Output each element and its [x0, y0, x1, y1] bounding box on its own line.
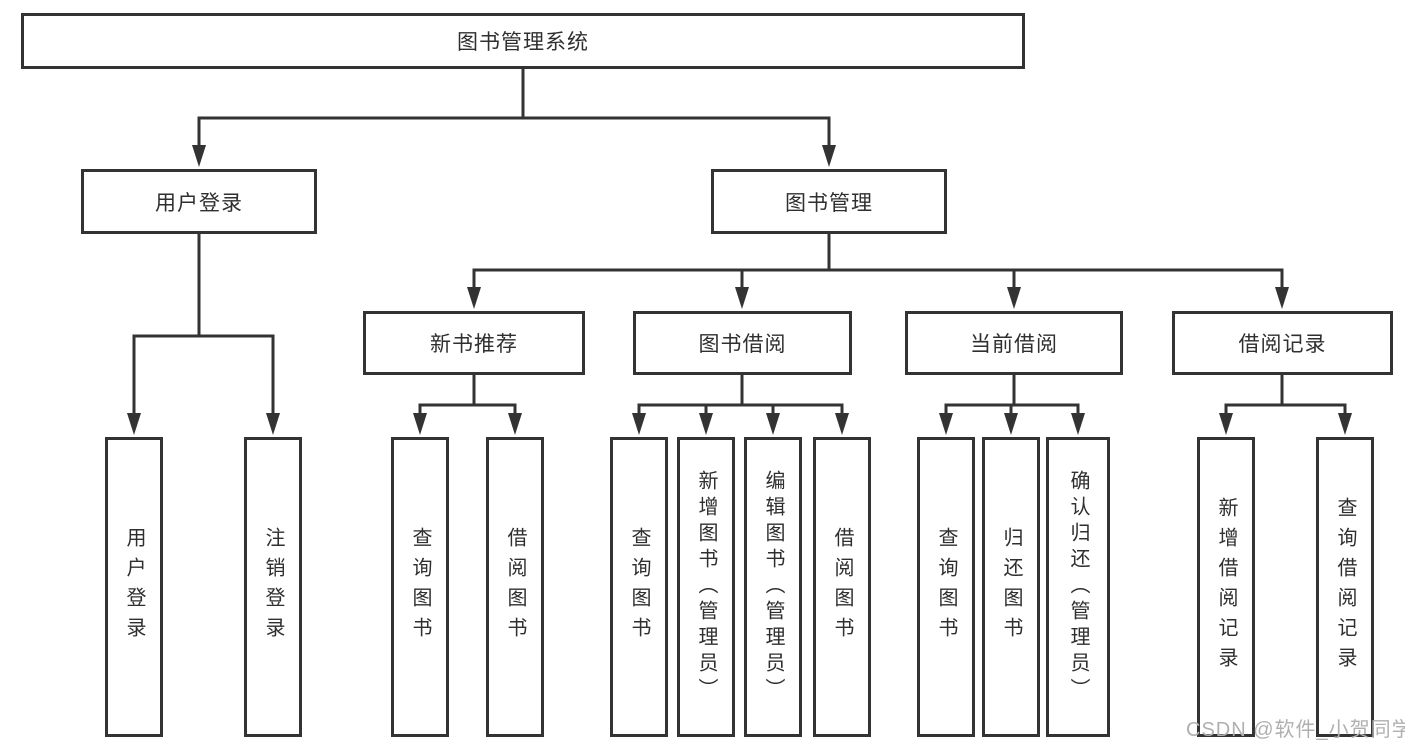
leaf-add-book-admin: 新增图书（管理员）	[677, 437, 735, 737]
leaf-query-books-borrowing: 查询图书	[610, 437, 668, 737]
leaf-borrow-books-borrowing-label: 借阅图书	[831, 527, 853, 647]
leaf-add-borrow-record-label: 新增借阅记录	[1215, 497, 1237, 677]
leaf-confirm-return-admin-label: 确认归还（管理员）	[1067, 470, 1089, 704]
leaf-query-books-recommend-label: 查询图书	[409, 527, 431, 647]
leaf-borrow-books-borrowing: 借阅图书	[813, 437, 871, 737]
leaf-confirm-return-admin: 确认归还（管理员）	[1046, 437, 1110, 737]
watermark: CSDN @软件_小贺同学	[1186, 719, 1405, 741]
leaf-return-books: 归还图书	[982, 437, 1040, 737]
leaf-query-borrow-record-label: 查询借阅记录	[1334, 497, 1356, 677]
leaf-user-login: 用户登录	[105, 437, 163, 737]
leaf-query-books-borrowing-label: 查询图书	[628, 527, 650, 647]
leaf-logout: 注销登录	[244, 437, 302, 737]
leaf-user-login-label: 用户登录	[123, 527, 145, 647]
leaf-edit-book-admin-label: 编辑图书（管理员）	[762, 470, 784, 704]
node-book-management: 图书管理	[711, 169, 947, 234]
node-book-borrowing: 图书借阅	[633, 311, 852, 375]
leaf-add-borrow-record: 新增借阅记录	[1197, 437, 1255, 737]
node-current-borrowing: 当前借阅	[905, 311, 1123, 375]
leaf-query-books-current-label: 查询图书	[935, 527, 957, 647]
node-user-login: 用户登录	[81, 169, 317, 234]
leaf-query-books-current: 查询图书	[917, 437, 975, 737]
leaf-borrow-books-recommend-label: 借阅图书	[504, 527, 526, 647]
leaf-edit-book-admin: 编辑图书（管理员）	[744, 437, 802, 737]
leaf-return-books-label: 归还图书	[1000, 527, 1022, 647]
leaf-query-books-recommend: 查询图书	[391, 437, 449, 737]
node-root: 图书管理系统	[21, 13, 1025, 69]
leaf-logout-label: 注销登录	[262, 527, 284, 647]
leaf-query-borrow-record: 查询借阅记录	[1316, 437, 1374, 737]
leaf-borrow-books-recommend: 借阅图书	[486, 437, 544, 737]
node-borrow-records: 借阅记录	[1172, 311, 1393, 375]
node-new-book-recommend: 新书推荐	[363, 311, 585, 375]
leaf-add-book-admin-label: 新增图书（管理员）	[695, 470, 717, 704]
